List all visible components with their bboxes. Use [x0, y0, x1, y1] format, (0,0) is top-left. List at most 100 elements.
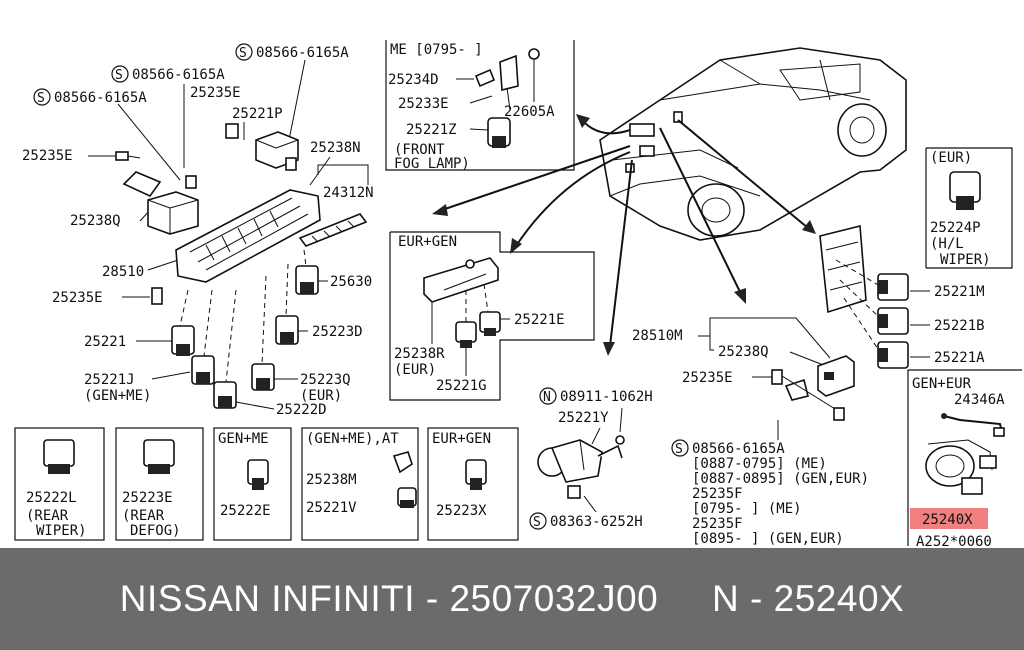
- screw-symbol-3: S: [33, 88, 51, 106]
- eur-hl-box: [925, 147, 1013, 269]
- label-gen-me: (GEN+ME): [84, 388, 151, 404]
- screw-symbol-4: S: [529, 512, 547, 530]
- label-25223d: 25223D: [312, 324, 363, 340]
- label-eur-gen-box: EUR+GEN: [398, 234, 457, 250]
- label-08566-6165a-top: 08566-6165A: [256, 45, 349, 61]
- label-25223q: 25223Q: [300, 372, 351, 388]
- label-25221: 25221: [84, 334, 126, 350]
- label-gen-eur-right: GEN+EUR: [912, 376, 972, 392]
- label-08911-1062h: 08911-1062H: [560, 389, 653, 405]
- label-25235e-b: 25235E: [22, 148, 73, 164]
- svg-text:N: N: [543, 390, 551, 405]
- label-25221e: 25221E: [514, 312, 565, 328]
- relay-25224p: [949, 171, 981, 210]
- relay-25238q: [147, 191, 199, 235]
- label-eur-top: (EUR): [930, 150, 972, 166]
- label-eur-1: (EUR): [300, 388, 342, 404]
- label-25221j: 25221J: [84, 372, 135, 388]
- label-25238r: 25238R: [394, 346, 445, 362]
- sensor-24346a: [941, 413, 1005, 437]
- svg-text:S: S: [675, 442, 683, 457]
- fuse-strip-24312n: [298, 213, 368, 247]
- eur-gen-box: [389, 231, 595, 401]
- label-25221g: 25221G: [436, 378, 487, 394]
- label-25238m: 25238M: [306, 472, 357, 488]
- fog-lamp-box: [385, 40, 575, 171]
- label-25224p: 25224P: [930, 220, 981, 236]
- label-25221a: 25221A: [934, 350, 985, 366]
- label-25222l: 25222L: [26, 490, 77, 506]
- relay-bracket-right: [819, 224, 930, 369]
- footer-part-numbers: NISSAN INFINITI - 2507032J00 N - 25240X: [119, 578, 905, 619]
- label-rear-2: (REAR: [122, 508, 165, 524]
- label-08566-6165a-left: 08566-6165A: [54, 90, 147, 106]
- label-24346a: 24346A: [954, 392, 1005, 408]
- label-25234d: 25234D: [388, 72, 439, 88]
- svg-text:S: S: [115, 68, 123, 83]
- label-fog-lamp: FOG LAMP): [394, 156, 470, 172]
- label-25221b: 25221B: [934, 318, 985, 334]
- label-eur-gen-bottom: EUR+GEN: [432, 431, 491, 447]
- label-25235e-c: 25235E: [52, 290, 103, 306]
- svg-text:S: S: [533, 515, 541, 530]
- label-08363-6252h: 08363-6252H: [550, 514, 643, 530]
- box-rear-wiper: [14, 427, 105, 541]
- label-rear-1: (REAR: [26, 508, 69, 524]
- label-25221y: 25221Y: [558, 410, 609, 426]
- pointer-arrows: [432, 114, 816, 356]
- horn-assembly: [537, 407, 625, 513]
- label-gen-me-at: (GEN+ME),AT: [306, 431, 399, 447]
- label-24312n: 24312N: [323, 185, 374, 201]
- label-wiper: WIPER): [940, 252, 991, 268]
- label-25630: 25630: [330, 274, 372, 290]
- box-gen-me-at: [301, 427, 419, 541]
- screw-top: [185, 123, 297, 189]
- label-range-1: [0887-0795] (ME): [692, 456, 827, 472]
- label-defog: DEFOG): [130, 523, 181, 539]
- footer-bar: NISSAN INFINITI - 2507032J00 N - 25240X: [0, 548, 1024, 650]
- label-25235f-1: 25235F: [692, 486, 743, 502]
- label-me-range: ME [0795- ]: [390, 42, 483, 58]
- label-range-2: [0887-0895] (GEN,EUR): [692, 471, 869, 487]
- label-front: (FRONT: [394, 142, 445, 158]
- label-25222d: 25222D: [276, 402, 327, 418]
- label-25221z: 25221Z: [406, 122, 457, 138]
- label-wiper-2: WIPER): [36, 523, 87, 539]
- label-28510m: 28510M: [632, 328, 683, 344]
- bolt-left: [115, 151, 141, 161]
- box-eur-gen-bottom: [427, 427, 519, 541]
- gen-eur-box: [907, 369, 1022, 546]
- parts-diagram: S 08566-6165A S 08566-6165A S 08566-6165…: [14, 40, 1022, 548]
- label-25233e: 25233E: [398, 96, 449, 112]
- label-25235e-d: 25235E: [682, 370, 733, 386]
- bracket-left: [122, 171, 162, 198]
- screw-symbol-1: S: [235, 43, 253, 61]
- label-hl: (H/L: [930, 236, 964, 252]
- label-25240x: 25240X: [922, 512, 973, 528]
- label-25238q: 25238Q: [70, 213, 121, 229]
- label-25221p: 25221P: [232, 106, 283, 122]
- label-22605a: 22605A: [504, 104, 555, 120]
- label-08566-6165a-mid: 08566-6165A: [132, 67, 225, 83]
- label-range-4: [0895- ] (GEN,EUR): [692, 531, 844, 547]
- bolt-25235e-c: [151, 287, 163, 305]
- fuse-block-28510: [175, 189, 321, 283]
- nut-symbol: N: [539, 387, 557, 405]
- label-25223e: 25223E: [122, 490, 173, 506]
- fog-relay-parts: [456, 48, 540, 148]
- label-a252: A252*0060: [916, 534, 992, 548]
- box-rear-defog: [115, 427, 204, 541]
- flasher-25240x: [925, 439, 997, 495]
- screw-symbol-5: S: [671, 439, 689, 457]
- label-range-3: [0795- ] (ME): [692, 501, 802, 517]
- label-25223x: 25223X: [436, 503, 487, 519]
- dashed-guides: [179, 249, 307, 383]
- label-25221v: 25221V: [306, 500, 357, 516]
- label-25235e-a: 25235E: [190, 85, 241, 101]
- label-28510: 28510: [102, 264, 144, 280]
- label-25238q-2: 25238Q: [718, 344, 769, 360]
- box-gen-me: [213, 427, 292, 541]
- label-25222e: 25222E: [220, 503, 271, 519]
- svg-text:S: S: [37, 91, 45, 106]
- relays-small: [171, 265, 319, 409]
